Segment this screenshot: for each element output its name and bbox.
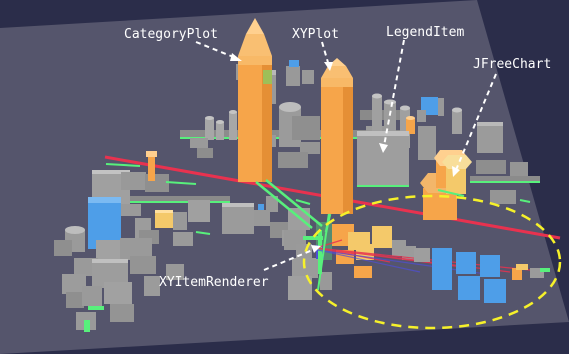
label-jfreechart: JFreeChart <box>473 57 551 72</box>
arrow-heads <box>230 53 460 253</box>
arrow-category-plot <box>195 41 237 59</box>
blue-block-grid <box>414 248 550 303</box>
label-legend-item: LegendItem <box>386 25 464 40</box>
xy-plot-tower <box>321 58 353 214</box>
legend-item-building <box>357 131 409 187</box>
highlight-ellipse <box>302 194 562 330</box>
category-plot-tower <box>238 18 272 182</box>
arrow-xy-item-renderer <box>263 248 316 271</box>
jfreechart-building <box>420 150 472 220</box>
label-xy-item-renderer: XYItemRenderer <box>159 275 269 290</box>
label-xy-plot: XYPlot <box>292 27 339 42</box>
label-category-plot: CategoryPlot <box>124 27 218 42</box>
